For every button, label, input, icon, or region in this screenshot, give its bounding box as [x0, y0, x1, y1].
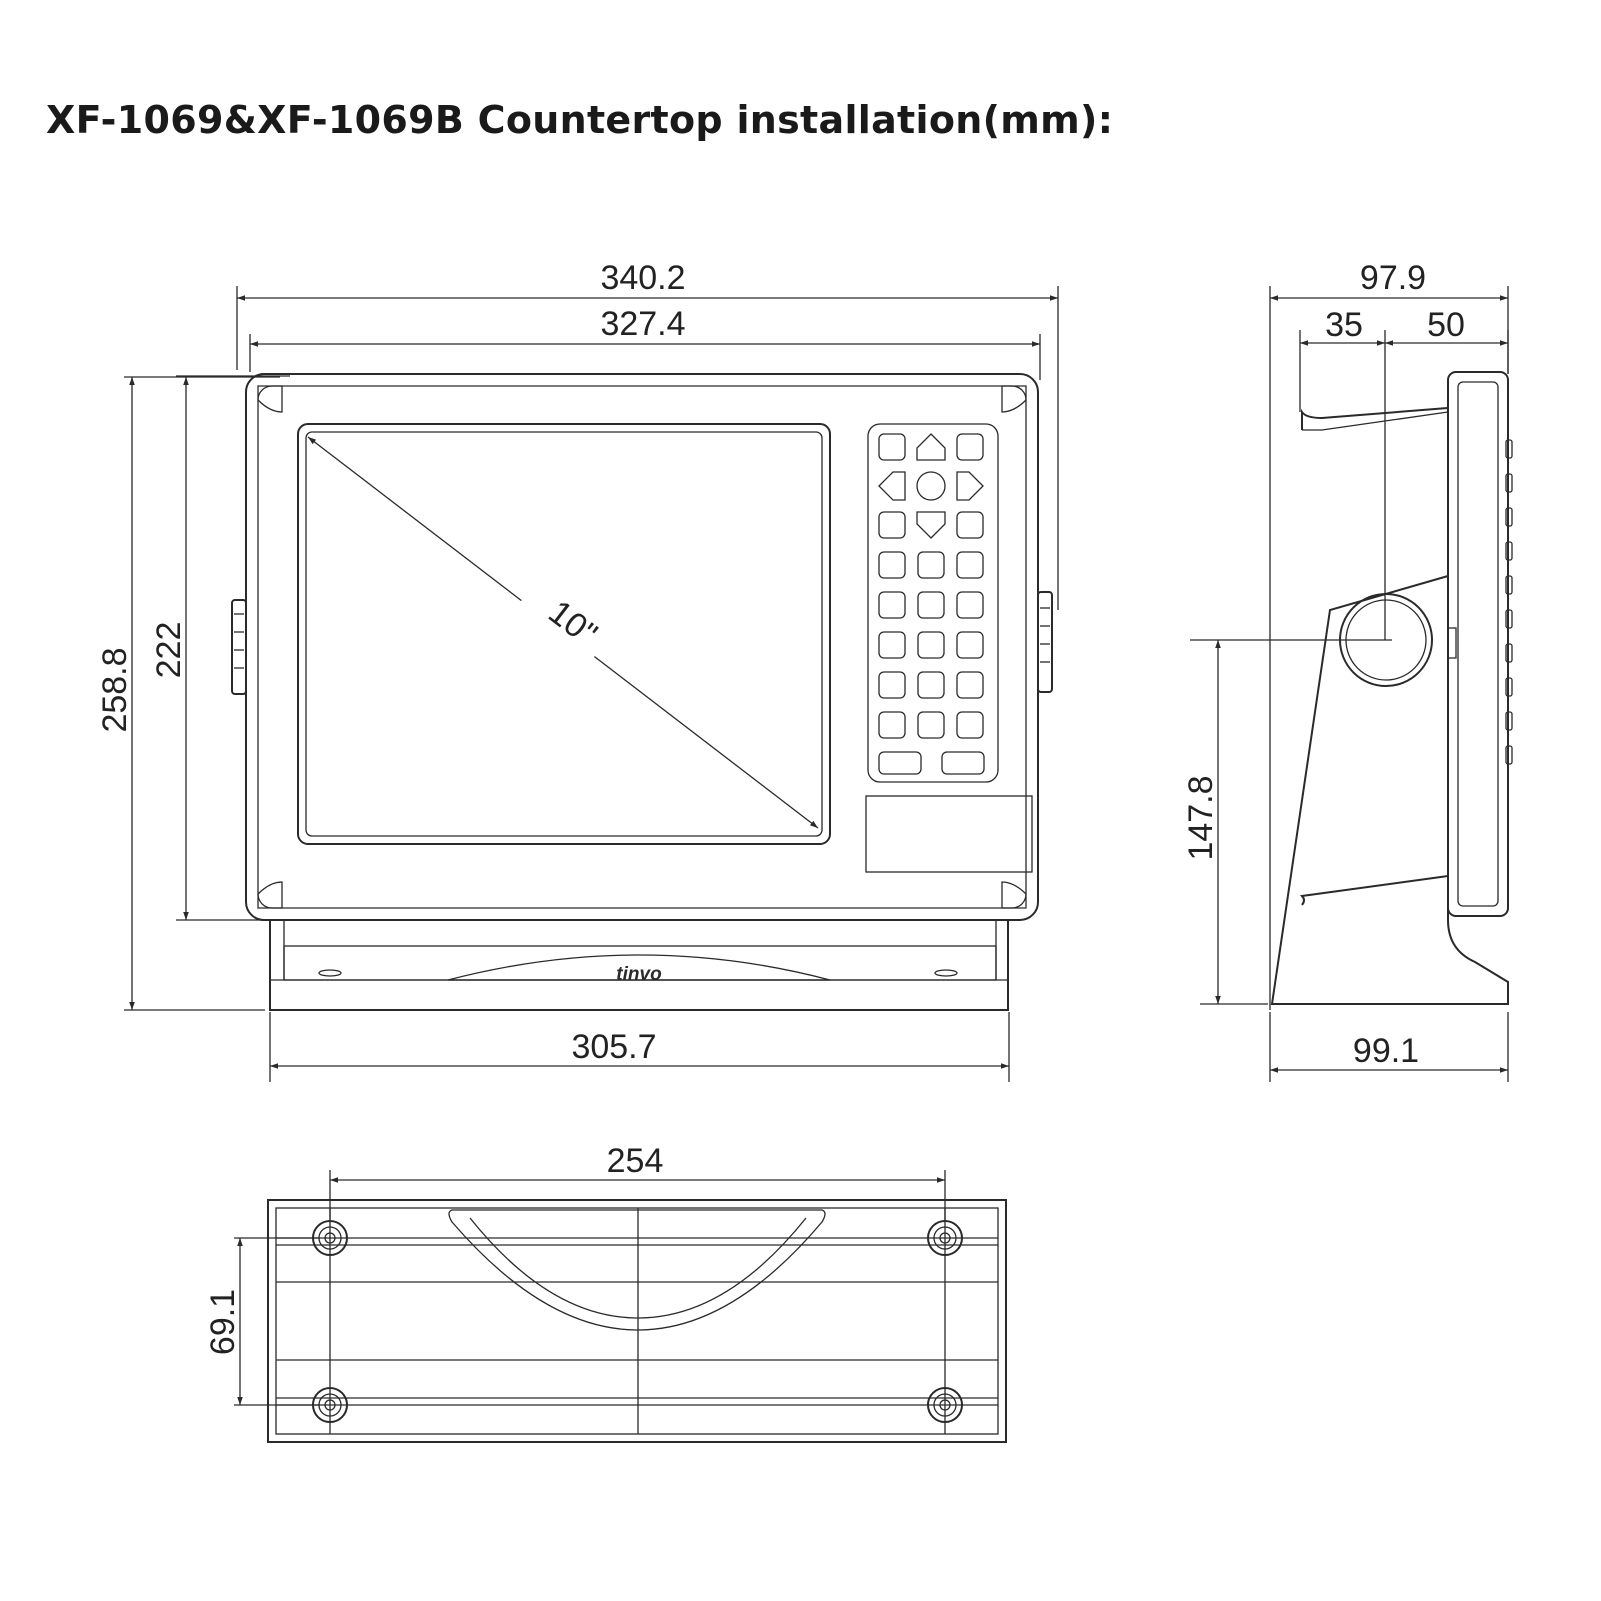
- mounting-hole: [927, 1220, 963, 1256]
- key: [878, 511, 906, 539]
- right-arrow-key: [956, 471, 984, 501]
- keypad-panel: [867, 423, 999, 783]
- page-title: XF-1069&XF-1069B Countertop installation…: [46, 98, 1114, 142]
- dim-pivot-height: 147.8: [1182, 775, 1220, 860]
- right-mount-knob: [1037, 591, 1053, 693]
- mounting-hole: [927, 1387, 963, 1423]
- center-key: [916, 471, 946, 501]
- keypad: [878, 433, 985, 775]
- key: [956, 433, 984, 461]
- wide-key: [878, 751, 922, 775]
- left-arrow-key: [878, 471, 906, 501]
- side-bezel: [1447, 371, 1509, 917]
- front-view: 340.2 327.4 258.8 222 10": [96, 259, 1059, 1082]
- down-arrow-key: [916, 511, 946, 539]
- dim-overall-width: 340.2: [600, 259, 685, 297]
- left-mount-knob: [231, 599, 247, 695]
- dim-depth-front: 35: [1325, 306, 1363, 344]
- dim-hole-spacing-x: 254: [607, 1142, 664, 1180]
- side-view: 97.9 35 50 147.8: [1182, 259, 1513, 1082]
- dim-face-height: 222: [150, 622, 188, 679]
- dim-hole-spacing-y: 69.1: [204, 1289, 242, 1355]
- mounting-hole: [312, 1220, 348, 1256]
- dim-base-depth: 99.1: [1353, 1032, 1419, 1070]
- screen: [297, 423, 831, 845]
- up-arrow-key: [916, 433, 946, 461]
- bottom-recess: [448, 1209, 826, 1331]
- dim-overall-height: 258.8: [96, 647, 134, 732]
- label-plate: [865, 795, 1033, 873]
- dim-depth: 97.9: [1360, 259, 1426, 297]
- pivot-knob: [1339, 593, 1433, 687]
- base-bracket: [269, 919, 1009, 1011]
- bottom-view: 254 69.1: [204, 1142, 1007, 1443]
- side-stand: [1270, 574, 1509, 1005]
- mounting-hole: [312, 1387, 348, 1423]
- dim-depth-back: 50: [1427, 306, 1465, 344]
- unit-body: [245, 373, 1039, 921]
- wide-key: [941, 751, 985, 775]
- brand-mark: tinvo: [616, 964, 661, 985]
- base-logo-recess: [447, 954, 831, 981]
- dim-base-width: 305.7: [571, 1028, 656, 1066]
- key: [956, 511, 984, 539]
- base-plate: [267, 1199, 1007, 1443]
- dim-face-width: 327.4: [600, 305, 685, 343]
- side-buttons: [1505, 439, 1513, 765]
- key: [878, 433, 906, 461]
